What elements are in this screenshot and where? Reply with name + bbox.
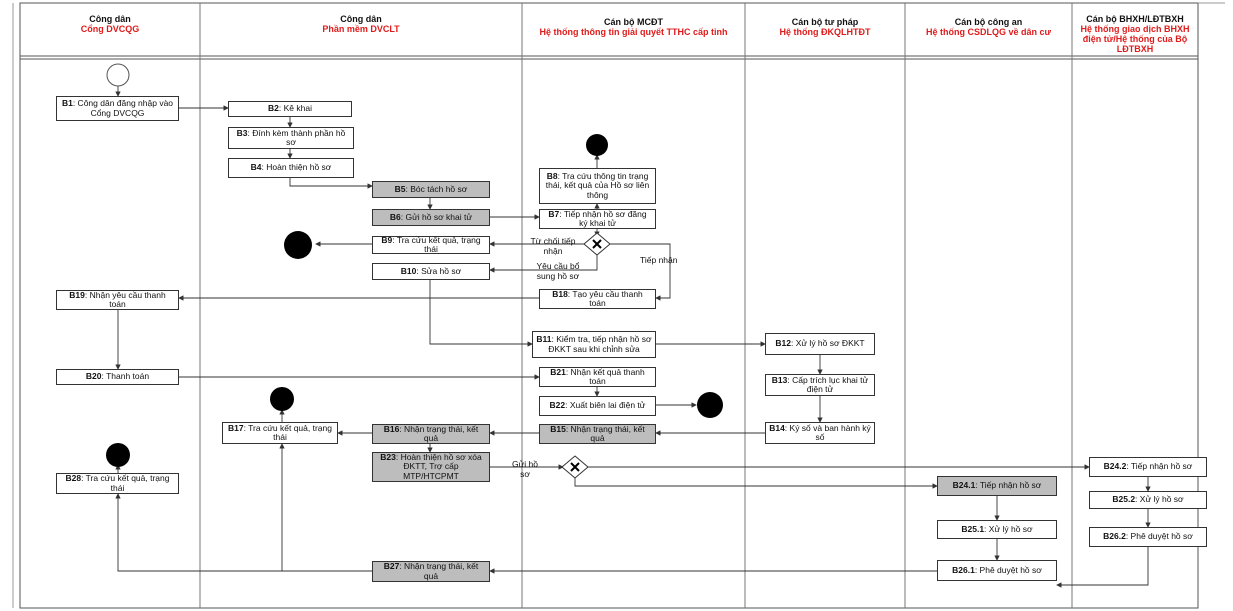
step-b27: B27: Nhận trạng thái, kết quả — [372, 561, 490, 582]
step-b28: B28: Tra cứu kết quả, trạng thái — [56, 473, 179, 494]
gateway-decision-x — [592, 239, 602, 249]
label-send: Gửi hồ sơ — [511, 459, 538, 479]
step-b24-1: B24.1: Tiếp nhận hồ sơ — [937, 476, 1057, 496]
step-b24-2: B24.2: Tiếp nhận hồ sơ — [1089, 457, 1207, 477]
step-b16: B16: Nhận trạng thái, kết quả — [372, 424, 490, 444]
step-b25-2: B25.2: Xử lý hồ sơ — [1089, 491, 1207, 509]
connector-17 — [429, 280, 533, 347]
step-b18: B18: Tạo yêu cầu thanh toán — [539, 289, 656, 309]
step-b9: B9: Tra cứu kết quả, trạng thái — [372, 235, 490, 254]
step-b23: B23: Hoàn thiện hồ sơ xóa ĐKTT, Trợ cấp … — [372, 452, 490, 482]
connector-5 — [289, 178, 373, 189]
step-b1: B1: Công dân đăng nhập vào Cổng DVCQG — [56, 96, 179, 121]
step-b21: B21: Nhận kết quả thanh toán — [539, 367, 656, 387]
outer-border — [19, 2, 1199, 609]
end-event-b22 — [697, 392, 723, 418]
connectors — [115, 86, 1151, 588]
connector-13 — [489, 253, 598, 273]
symbols — [106, 63, 723, 479]
step-b17: B17: Tra cứu kết quả, trạng thái — [222, 422, 338, 444]
step-b2: B2: Kê khai — [228, 101, 352, 117]
end-event-b17 — [270, 387, 294, 411]
end-event-b28 — [106, 443, 130, 467]
start-event — [106, 63, 130, 87]
step-b25-1: B25.1: Xử lý hồ sơ — [937, 520, 1057, 539]
step-b11: B11: Kiểm tra, tiếp nhận hồ sơ ĐKKT sau … — [532, 331, 656, 358]
step-b14: B14: Ký số và ban hành ký số — [765, 422, 875, 444]
connector-31 — [574, 476, 938, 489]
step-b22: B22: Xuất biên lai điện tử — [539, 396, 656, 416]
step-b10: B10: Sửa hồ sơ — [372, 263, 490, 280]
step-b8: B8: Tra cứu thông tin trạng thái, kết qu… — [539, 168, 656, 204]
label-supplement: Yêu cầu bổ sung hồ sơ — [536, 261, 580, 281]
connector-14 — [610, 243, 671, 301]
label-reject: Từ chối tiếp nhận — [530, 236, 576, 256]
step-b15: B15: Nhận trạng thái, kết quả — [539, 424, 656, 444]
step-b6: B6: Gửi hồ sơ khai tử — [372, 209, 490, 226]
label-accept: Tiếp nhận — [640, 255, 678, 265]
step-b26-2: B26.2: Phê duyệt hồ sơ — [1089, 527, 1207, 547]
connector-37 — [1056, 547, 1149, 588]
step-b7: B7: Tiếp nhận hồ sơ đăng ký khai tử — [539, 209, 656, 229]
end-event-b9 — [284, 231, 312, 259]
gateway-send-x — [570, 462, 580, 472]
step-b4: B4: Hoàn thiện hồ sơ — [228, 158, 354, 178]
step-b12: B12: Xử lý hồ sơ ĐKKT — [765, 333, 875, 355]
step-b19: B19: Nhận yêu cầu thanh toán — [56, 290, 179, 310]
connector-38 — [115, 493, 372, 572]
step-b13: B13: Cấp trích lục khai tử điện tử — [765, 374, 875, 396]
swimlane-frame — [12, 2, 1225, 609]
step-b3: B3: Đính kèm thành phần hồ sơ — [228, 127, 354, 149]
step-b26-1: B26.1: Phê duyệt hồ sơ — [937, 560, 1057, 581]
step-b5: B5: Bóc tách hồ sơ — [372, 181, 490, 198]
end-event-b8 — [586, 134, 608, 156]
step-b20: B20: Thanh toán — [56, 369, 179, 385]
